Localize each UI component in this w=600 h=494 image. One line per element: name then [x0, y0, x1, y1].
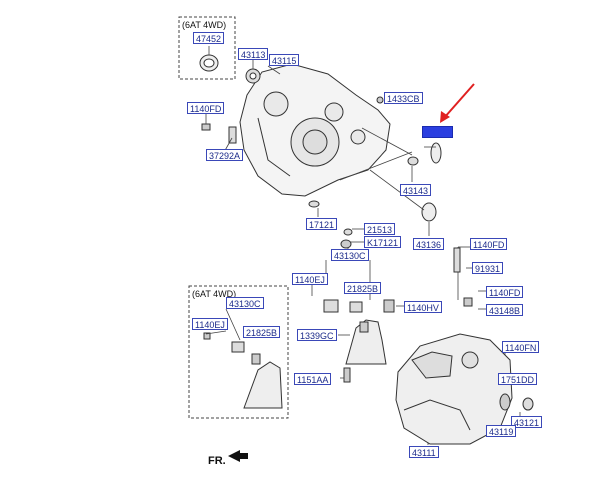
- seal-43119-drawing: [499, 393, 511, 411]
- part-label-43115[interactable]: 43115: [269, 54, 300, 66]
- top-group-box: [178, 16, 236, 80]
- bottom-group-box: [188, 285, 289, 419]
- part-label-43113[interactable]: 43113: [238, 48, 269, 60]
- top-group-title: (6AT 4WD): [182, 20, 227, 30]
- group-bracket-drawing: [203, 332, 283, 409]
- plug-17121-drawing: [308, 200, 320, 208]
- shim-43136-drawing: [421, 202, 437, 222]
- part-label-1140fd[interactable]: 1140FD: [187, 102, 225, 114]
- shim-43135-drawing: [430, 142, 442, 164]
- part-label-43136[interactable]: 43136: [413, 238, 445, 250]
- transmission-assembly-drawing: [395, 247, 513, 445]
- part-label-1140fd-right[interactable]: 1140FD: [470, 238, 508, 250]
- part-label-47452[interactable]: 47452: [193, 32, 225, 44]
- bottom-group-title: (6AT 4WD): [192, 289, 237, 299]
- part-label-43148b[interactable]: 43148B: [486, 304, 524, 316]
- washer-43143-drawing: [407, 156, 419, 166]
- group-label-1140ej[interactable]: 1140EJ: [192, 318, 228, 330]
- part-label-1751dd[interactable]: 1751DD: [498, 373, 538, 385]
- part-label-1140fd-lower[interactable]: 1140FD: [486, 286, 524, 298]
- front-arrow-icon: [228, 450, 248, 462]
- part-label-1140fn[interactable]: 1140FN: [502, 341, 540, 353]
- highlight-arrow: [440, 83, 475, 123]
- part-label-k17121[interactable]: K17121: [364, 236, 402, 248]
- part-label-91931[interactable]: 91931: [472, 262, 504, 274]
- part-label-43135[interactable]: 43135: [422, 126, 454, 138]
- part-label-17121[interactable]: 17121: [306, 218, 338, 230]
- part-label-1140hv[interactable]: 1140HV: [404, 301, 442, 313]
- part-label-43143[interactable]: 43143: [400, 184, 432, 196]
- part-label-43111[interactable]: 43111: [409, 446, 439, 458]
- front-direction-label: FR.: [208, 455, 226, 467]
- group-label-43130c[interactable]: 43130C: [226, 297, 264, 309]
- mount-bracket-drawing: [323, 299, 395, 383]
- part-label-21825b[interactable]: 21825B: [344, 282, 382, 294]
- part-label-43121[interactable]: 43121: [511, 416, 543, 428]
- leader-lines: [205, 46, 436, 300]
- transmission-case-drawing: [239, 63, 391, 197]
- part-label-37292a[interactable]: 37292A: [206, 149, 244, 161]
- seal-43121-drawing: [522, 397, 534, 411]
- part-label-43119[interactable]: 43119: [486, 425, 517, 437]
- part-label-1433cb[interactable]: 1433CB: [384, 92, 423, 104]
- part-label-1339gc[interactable]: 1339GC: [297, 329, 337, 341]
- part-label-1140ej[interactable]: 1140EJ: [292, 273, 328, 285]
- part-label-1151aa[interactable]: 1151AA: [294, 373, 332, 385]
- part-label-21513[interactable]: 21513: [364, 223, 396, 235]
- part-label-43130c[interactable]: 43130C: [331, 249, 369, 261]
- group-label-21825b[interactable]: 21825B: [243, 326, 281, 338]
